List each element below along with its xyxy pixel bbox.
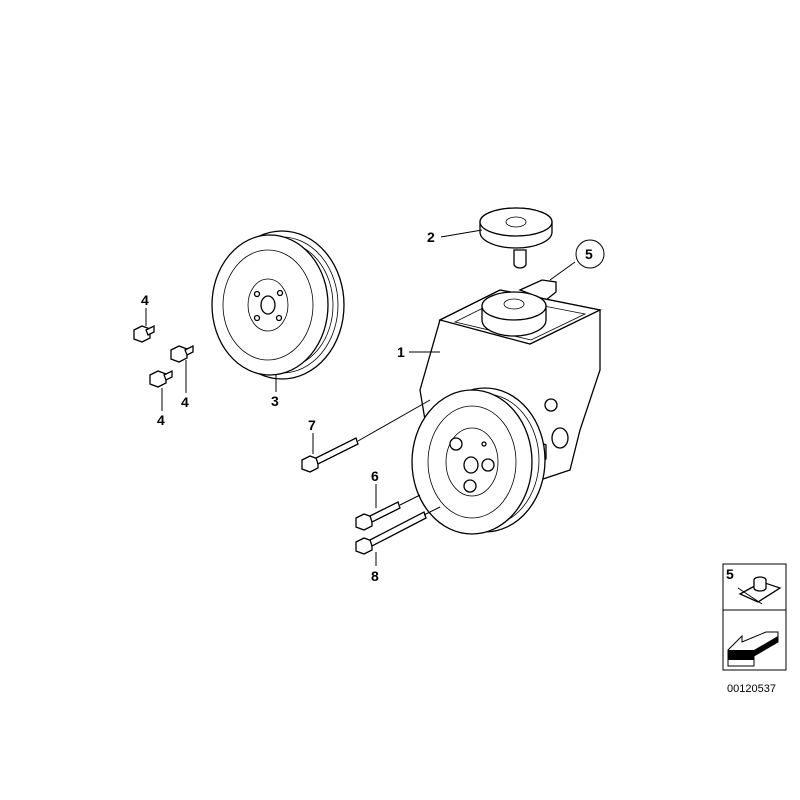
- pump-pulley: [411, 387, 546, 535]
- reservoir-cap-part-2[interactable]: [479, 207, 553, 269]
- bolt-part-7[interactable]: [301, 437, 359, 473]
- label-1: 1: [397, 344, 405, 360]
- label-4c: 4: [157, 412, 165, 428]
- clip-nut-icon: [737, 576, 782, 605]
- arrow-icon: [727, 631, 779, 667]
- bolt-part-4[interactable]: [170, 344, 194, 363]
- bolt-part-6[interactable]: [355, 501, 401, 531]
- inset-label-5: 5: [726, 566, 734, 582]
- label-5-circle: [575, 239, 605, 269]
- label-6: 6: [371, 468, 379, 484]
- document-number: 00120537: [727, 683, 776, 695]
- label-8: 8: [371, 568, 379, 584]
- label-2: 2: [427, 229, 435, 245]
- bolt-part-4[interactable]: [149, 369, 173, 388]
- label-4b: 4: [181, 394, 189, 410]
- label-3: 3: [271, 393, 279, 409]
- bolt-part-4[interactable]: [133, 324, 155, 343]
- label-5: 5: [585, 246, 593, 262]
- stud-bolt-part-8[interactable]: [355, 511, 427, 555]
- label-7: 7: [308, 417, 316, 433]
- inset-box: 5 00120537: [722, 563, 787, 695]
- pulley-part-3[interactable]: [211, 230, 345, 380]
- leader-lines: [145, 229, 576, 566]
- label-4a: 4: [141, 292, 149, 308]
